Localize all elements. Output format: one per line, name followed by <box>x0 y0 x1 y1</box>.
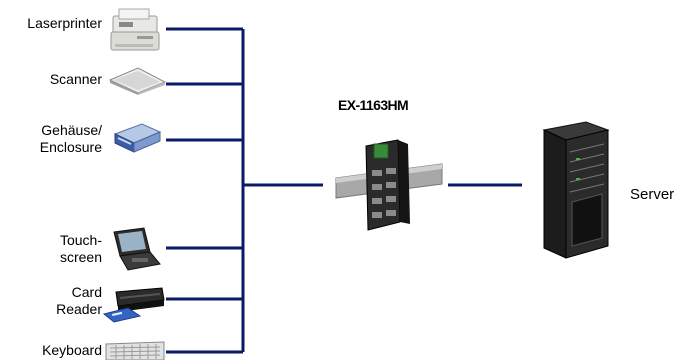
label-touch-line1: Touch- <box>59 232 102 248</box>
keyboard-icon <box>105 341 165 360</box>
label-touch-line2: screen <box>59 249 102 265</box>
card-reader-icon <box>102 287 165 323</box>
label-enclosure-line1: Gehäuse/ <box>41 122 102 138</box>
scanner-icon <box>108 67 166 95</box>
label-keyboard: Keyboard <box>42 342 102 358</box>
label-server: Server <box>630 186 675 203</box>
label-enclosure: Gehäuse/ Enclosure <box>40 122 102 156</box>
server-rack-icon <box>542 121 610 259</box>
touchscreen-icon <box>113 227 161 271</box>
usb-hub-icon <box>335 139 443 231</box>
label-card-line2: Reader <box>56 301 102 317</box>
label-enclosure-line2: Enclosure <box>39 139 102 155</box>
label-laserprinter: Laserprinter <box>27 15 102 31</box>
label-touchscreen: Touch- screen <box>60 232 102 266</box>
enclosure-icon <box>113 123 162 153</box>
printer-icon <box>110 8 160 51</box>
label-scanner: Scanner <box>49 71 102 87</box>
hub-model-title: EX-1163HM <box>338 97 409 113</box>
label-card-line1: Card <box>71 284 102 300</box>
label-card-reader: Card Reader <box>56 284 102 318</box>
